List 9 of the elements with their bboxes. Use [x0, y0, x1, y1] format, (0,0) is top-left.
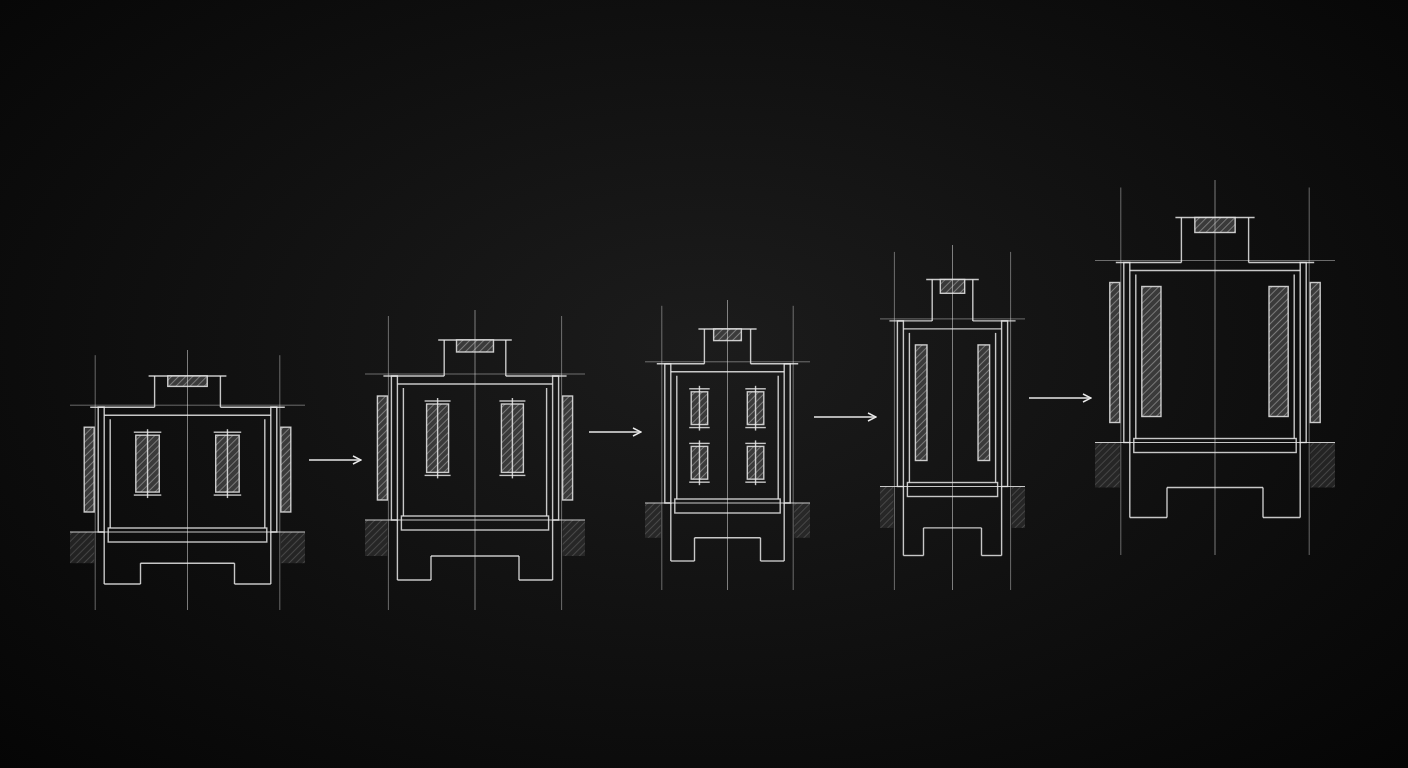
- cross-section-drawing: [880, 245, 1025, 590]
- arrow: [308, 455, 362, 465]
- arrow: [588, 427, 642, 437]
- arrow: [813, 412, 877, 422]
- cross-section-drawing: [1095, 180, 1335, 555]
- cross-section-drawing: [645, 300, 810, 590]
- arrow: [1028, 393, 1092, 403]
- cross-section-drawing: [365, 310, 585, 610]
- cross-section-drawing: [70, 350, 305, 610]
